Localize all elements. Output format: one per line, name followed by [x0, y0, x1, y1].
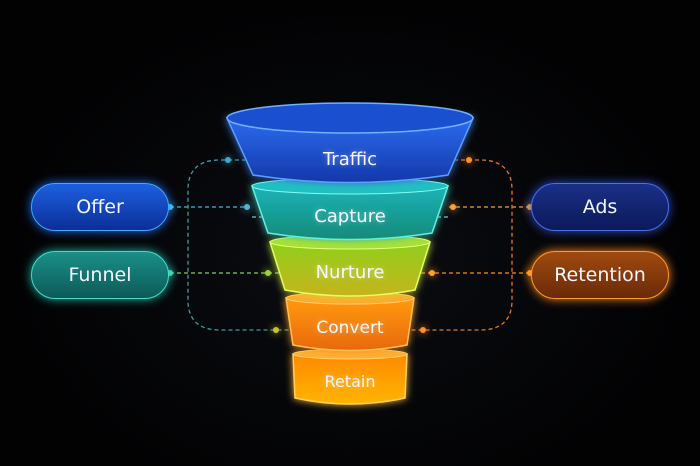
- pill-retention: Retention: [531, 251, 669, 299]
- funnel-stage-retain: [292, 353, 408, 405]
- funnel: [225, 102, 475, 405]
- pill-offer: Offer: [31, 183, 169, 231]
- pill-label: Retention: [554, 264, 646, 286]
- pill-ads: Ads: [531, 183, 669, 231]
- funnel-stage-traffic: [225, 117, 475, 184]
- stage-label-retain: Retain: [324, 372, 376, 391]
- funnel-stage-capture: [250, 185, 450, 241]
- funnel-stage-nurture: [268, 241, 432, 297]
- pill-funnel: Funnel: [31, 251, 169, 299]
- stage-label-capture: Capture: [314, 206, 386, 227]
- pill-label: Funnel: [68, 264, 132, 286]
- funnel-stage-convert: [285, 297, 415, 352]
- stage-label-nurture: Nurture: [315, 262, 385, 283]
- stage-label-convert: Convert: [316, 318, 384, 338]
- pill-label: Offer: [76, 196, 124, 218]
- connector-dots: [167, 157, 533, 333]
- stage-label-traffic: Traffic: [322, 149, 378, 170]
- pill-label: Ads: [582, 196, 618, 218]
